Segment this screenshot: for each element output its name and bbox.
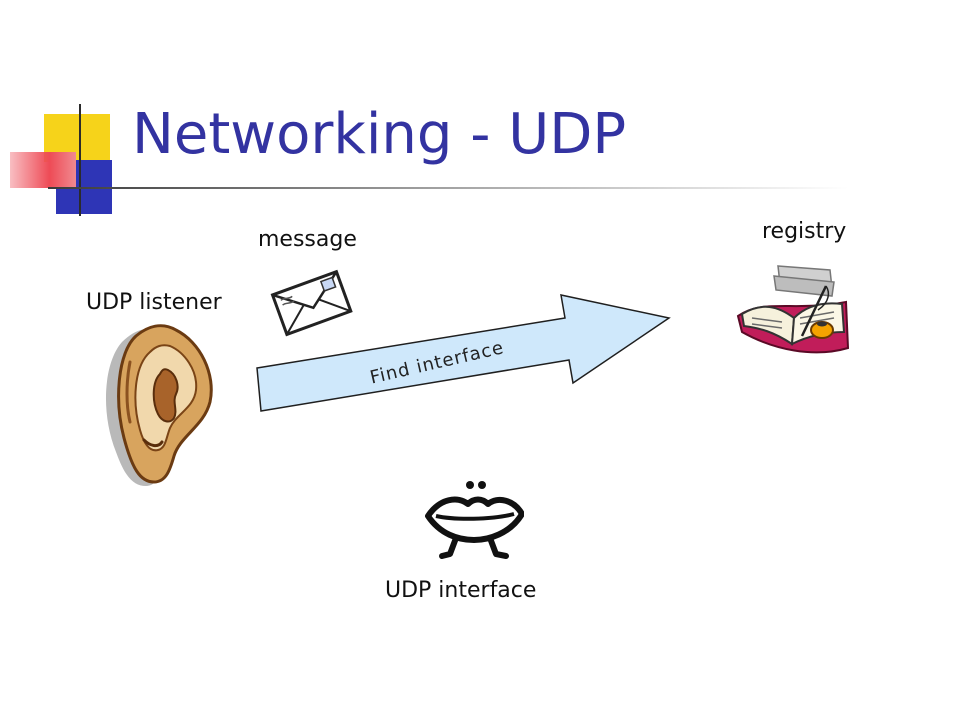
- ear-icon: [105, 324, 213, 486]
- envelope-icon: [270, 269, 353, 337]
- title-underline: [48, 187, 848, 189]
- find-interface-arrow: [256, 294, 671, 412]
- title-deco-red-bar: [10, 152, 76, 188]
- open-book-icon: [736, 265, 850, 354]
- lips-icon: [425, 481, 524, 559]
- udp-interface-label: UDP interface: [385, 578, 537, 603]
- message-label: message: [258, 227, 357, 252]
- udp-listener-label: UDP listener: [86, 290, 222, 315]
- registry-label: registry: [762, 219, 847, 244]
- slide-title: Networking - UDP: [132, 102, 627, 167]
- title-deco-vertical-line: [79, 104, 81, 216]
